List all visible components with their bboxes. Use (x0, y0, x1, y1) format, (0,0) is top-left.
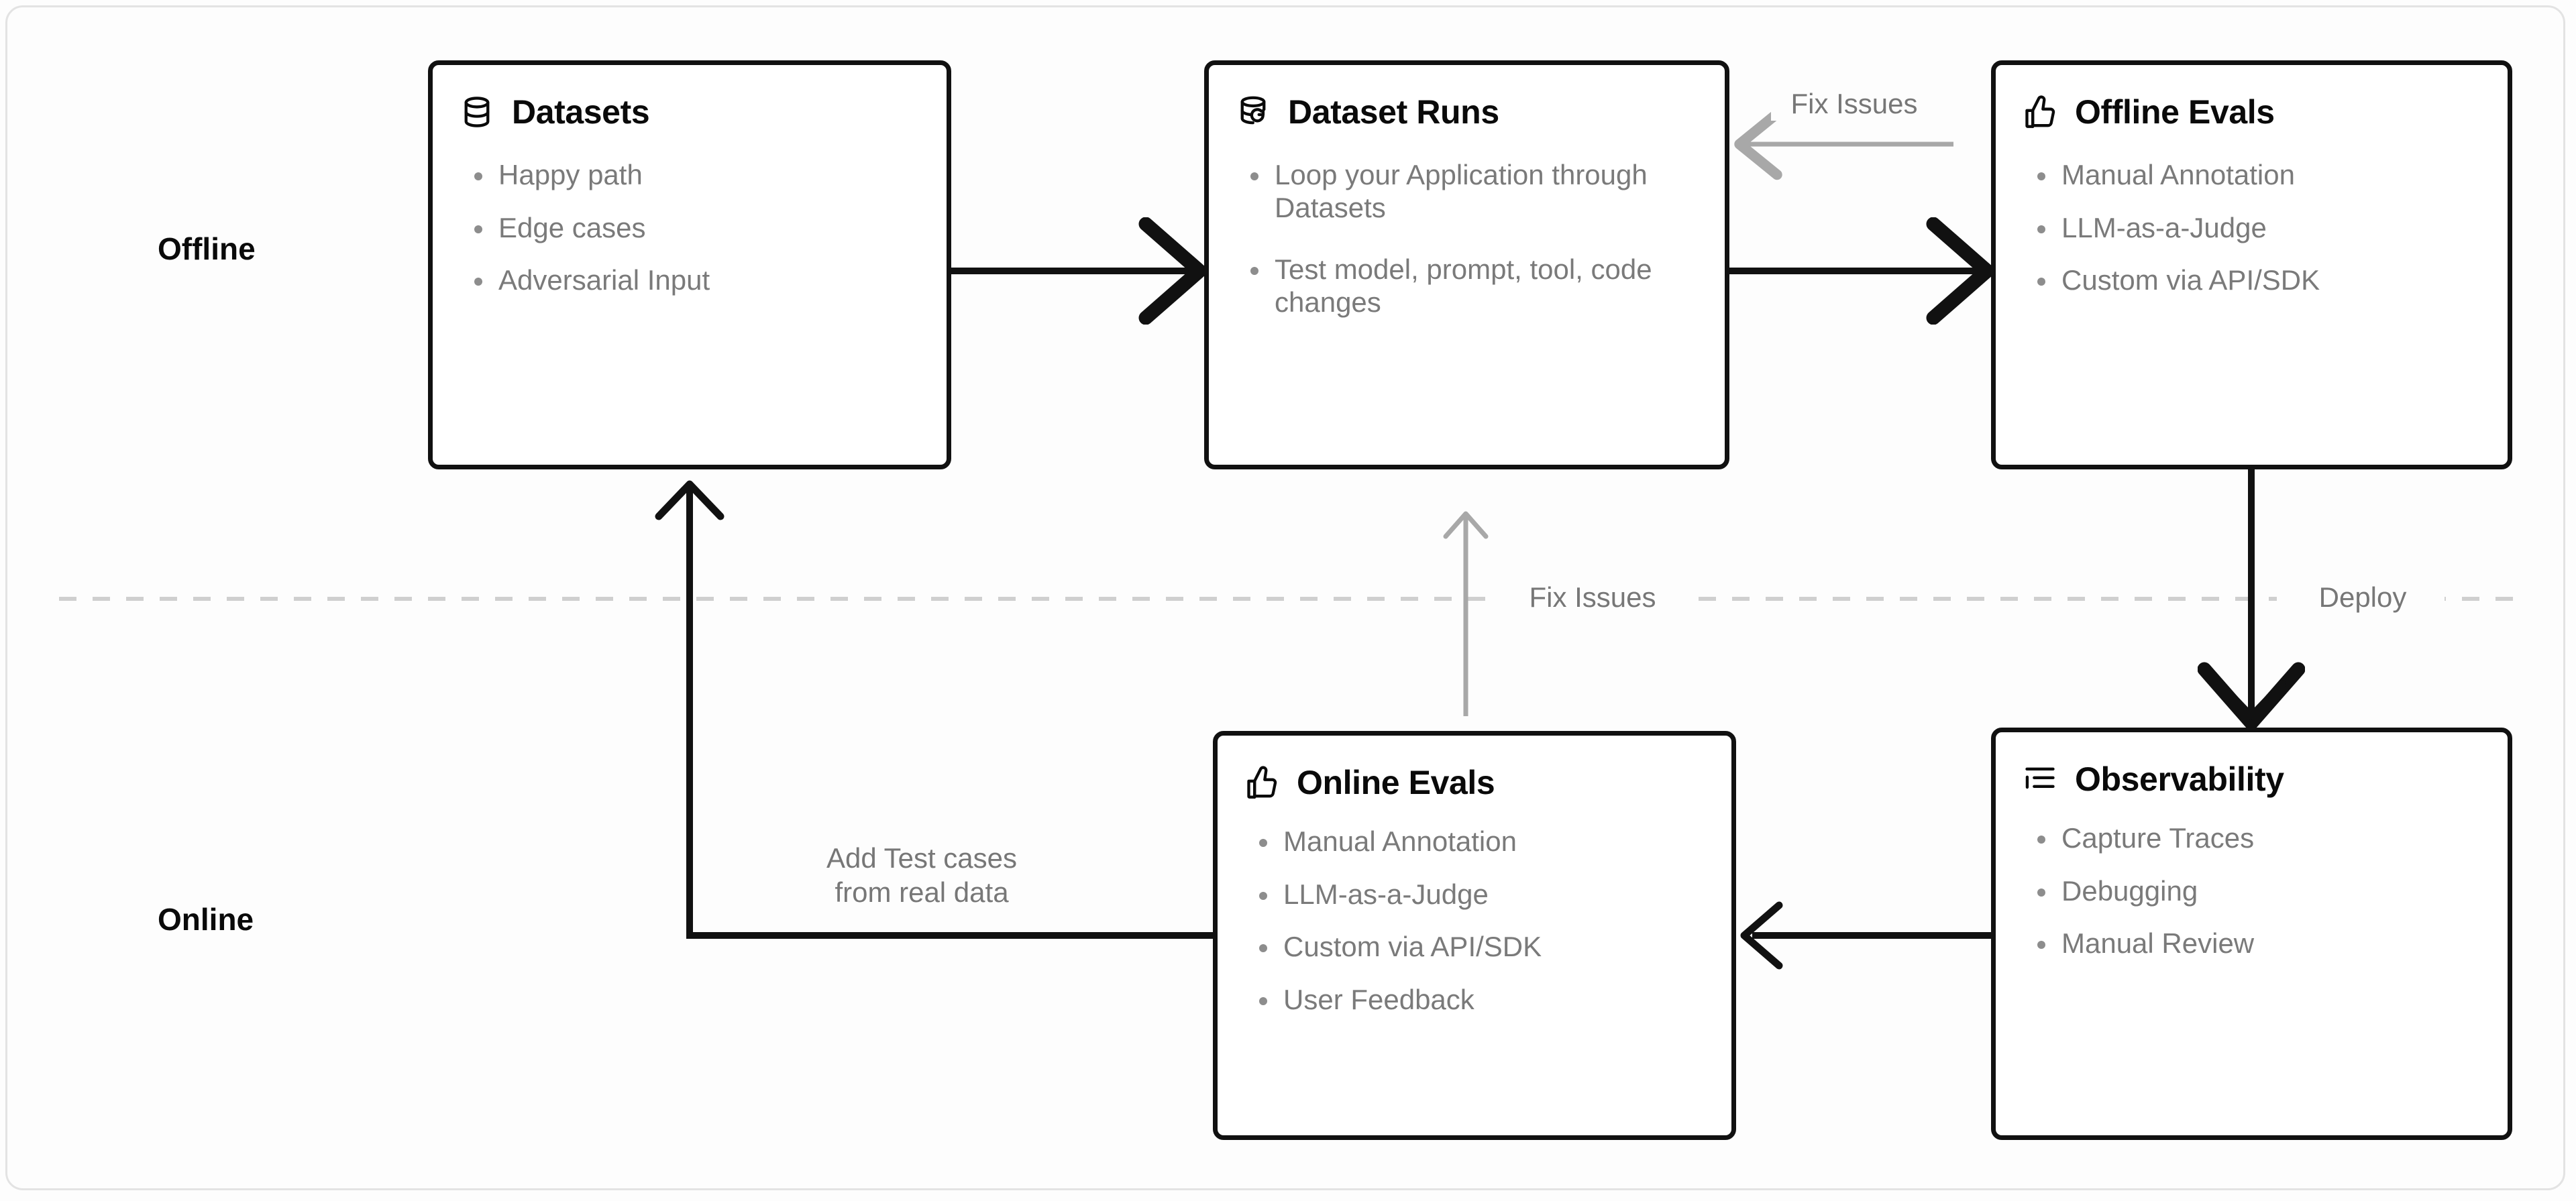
node-datasets-header: Datasets (433, 65, 947, 129)
node-dataset-runs-title: Dataset Runs (1288, 93, 1499, 131)
node-offline-evals-bullets: Manual Annotation LLM-as-a-Judge Custom … (1996, 129, 2508, 297)
edge-label-deploy: Deploy (2281, 581, 2445, 615)
list-item: Capture Traces (2033, 822, 2504, 855)
node-offline-evals-title: Offline Evals (2075, 93, 2275, 131)
list-item: Debugging (2033, 875, 2504, 908)
node-offline-evals-header: Offline Evals (1996, 65, 2508, 129)
edge-add-test-cases-arrowhead (655, 480, 724, 520)
node-observability-header: Observability (1996, 732, 2508, 797)
row-label-offline: Offline (158, 231, 256, 266)
list-item: User Feedback (1255, 984, 1726, 1017)
list-item: Happy path (470, 159, 941, 192)
list-item: Manual Annotation (1255, 825, 1726, 858)
edge-deploy-arrowhead (2216, 680, 2286, 720)
edge-label-add-test-cases: Add Test cases from real data (792, 841, 1052, 910)
list-item: Edge cases (470, 212, 941, 245)
database-refresh-icon (1236, 95, 1271, 129)
node-online-evals-header: Online Evals (1218, 736, 1731, 800)
node-dataset-runs-bullets: Loop your Application through Datasets T… (1209, 129, 1725, 319)
list-item: LLM-as-a-Judge (1255, 878, 1726, 911)
list-indent-icon (2023, 762, 2057, 797)
edge-label-add-test-cases-line2: from real data (835, 876, 1009, 909)
node-offline-evals[interactable]: Offline Evals Manual Annotation LLM-as-a… (1991, 60, 2512, 469)
node-online-evals-bullets: Manual Annotation LLM-as-a-Judge Custom … (1218, 800, 1731, 1017)
row-label-online: Online (158, 902, 254, 937)
list-item: Loop your Application through Datasets (1246, 159, 1677, 224)
node-observability-title: Observability (2075, 760, 2284, 798)
edge-label-fix-issues-top: Fix Issues (1771, 87, 1937, 121)
list-item: Custom via API/SDK (2033, 264, 2504, 297)
thumbs-up-icon (2023, 95, 2057, 129)
node-online-evals[interactable]: Online Evals Manual Annotation LLM-as-a-… (1213, 731, 1736, 1140)
list-item: Manual Annotation (2033, 159, 2504, 192)
database-icon (460, 95, 494, 129)
node-datasets-title: Datasets (512, 93, 650, 131)
list-item: Custom via API/SDK (1255, 931, 1726, 964)
list-item: Manual Review (2033, 927, 2504, 960)
list-item: Adversarial Input (470, 264, 941, 297)
node-dataset-runs[interactable]: Dataset Runs Loop your Application throu… (1204, 60, 1729, 469)
node-datasets-bullets: Happy path Edge cases Adversarial Input (433, 129, 947, 297)
node-datasets[interactable]: Datasets Happy path Edge cases Adversari… (428, 60, 951, 469)
edge-online-evals-to-datasets (686, 485, 1213, 939)
edge-label-add-test-cases-line1: Add Test cases (826, 842, 1018, 874)
list-item: LLM-as-a-Judge (2033, 212, 2504, 245)
thumbs-up-icon (1244, 765, 1279, 800)
node-online-evals-title: Online Evals (1297, 764, 1495, 801)
node-observability-bullets: Capture Traces Debugging Manual Review (1996, 797, 2508, 960)
list-item: Test model, prompt, tool, code changes (1246, 253, 1690, 319)
node-dataset-runs-header: Dataset Runs (1209, 65, 1725, 129)
edge-fix-issues-mid-arrowhead (1443, 511, 1489, 539)
edge-label-fix-issues-mid: Fix Issues (1503, 581, 1682, 615)
edge-observability-arrowhead (1740, 901, 1783, 970)
node-observability[interactable]: Observability Capture Traces Debugging M… (1991, 728, 2512, 1140)
